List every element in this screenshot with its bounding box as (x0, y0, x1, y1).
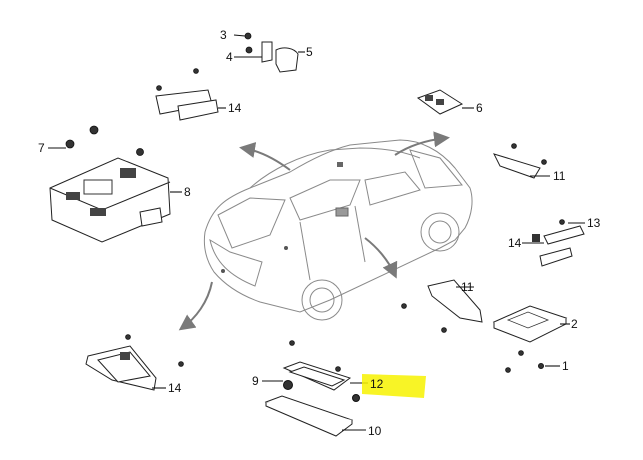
part-key-fob (416, 89, 474, 115)
callout-7: 7 (38, 141, 45, 155)
part-control-module (48, 125, 182, 243)
callout-2: 2 (571, 317, 578, 331)
pointer-arrows (178, 131, 450, 331)
callout-14-upper: 14 (228, 101, 242, 115)
callout-5: 5 (306, 45, 313, 59)
part-bar-upper (155, 89, 226, 121)
vehicle-outline (203, 139, 473, 321)
callout-14-lower: 14 (168, 381, 182, 395)
callout-8: 8 (184, 185, 191, 199)
callout-12: 12 (370, 377, 384, 391)
part-bracket-mid (401, 279, 570, 373)
callout-11-upper: 11 (553, 169, 566, 183)
part-bracket-top (156, 32, 305, 91)
highlight-12 (362, 374, 426, 398)
callout-14-right: 14 (508, 236, 522, 250)
part-bar-right-upper (493, 143, 550, 179)
callout-10: 10 (368, 424, 382, 438)
callout-4: 4 (226, 50, 233, 64)
part-bracket-right (522, 219, 585, 267)
callout-1: 1 (562, 359, 569, 373)
part-lamp-assembly (262, 340, 368, 437)
callout-13: 13 (587, 216, 601, 230)
callout-3: 3 (220, 28, 227, 42)
part-bar-lower-left (85, 334, 184, 391)
callout-6: 6 (476, 101, 483, 115)
callout-9: 9 (252, 374, 259, 388)
callout-11-mid: 11 (461, 280, 474, 294)
